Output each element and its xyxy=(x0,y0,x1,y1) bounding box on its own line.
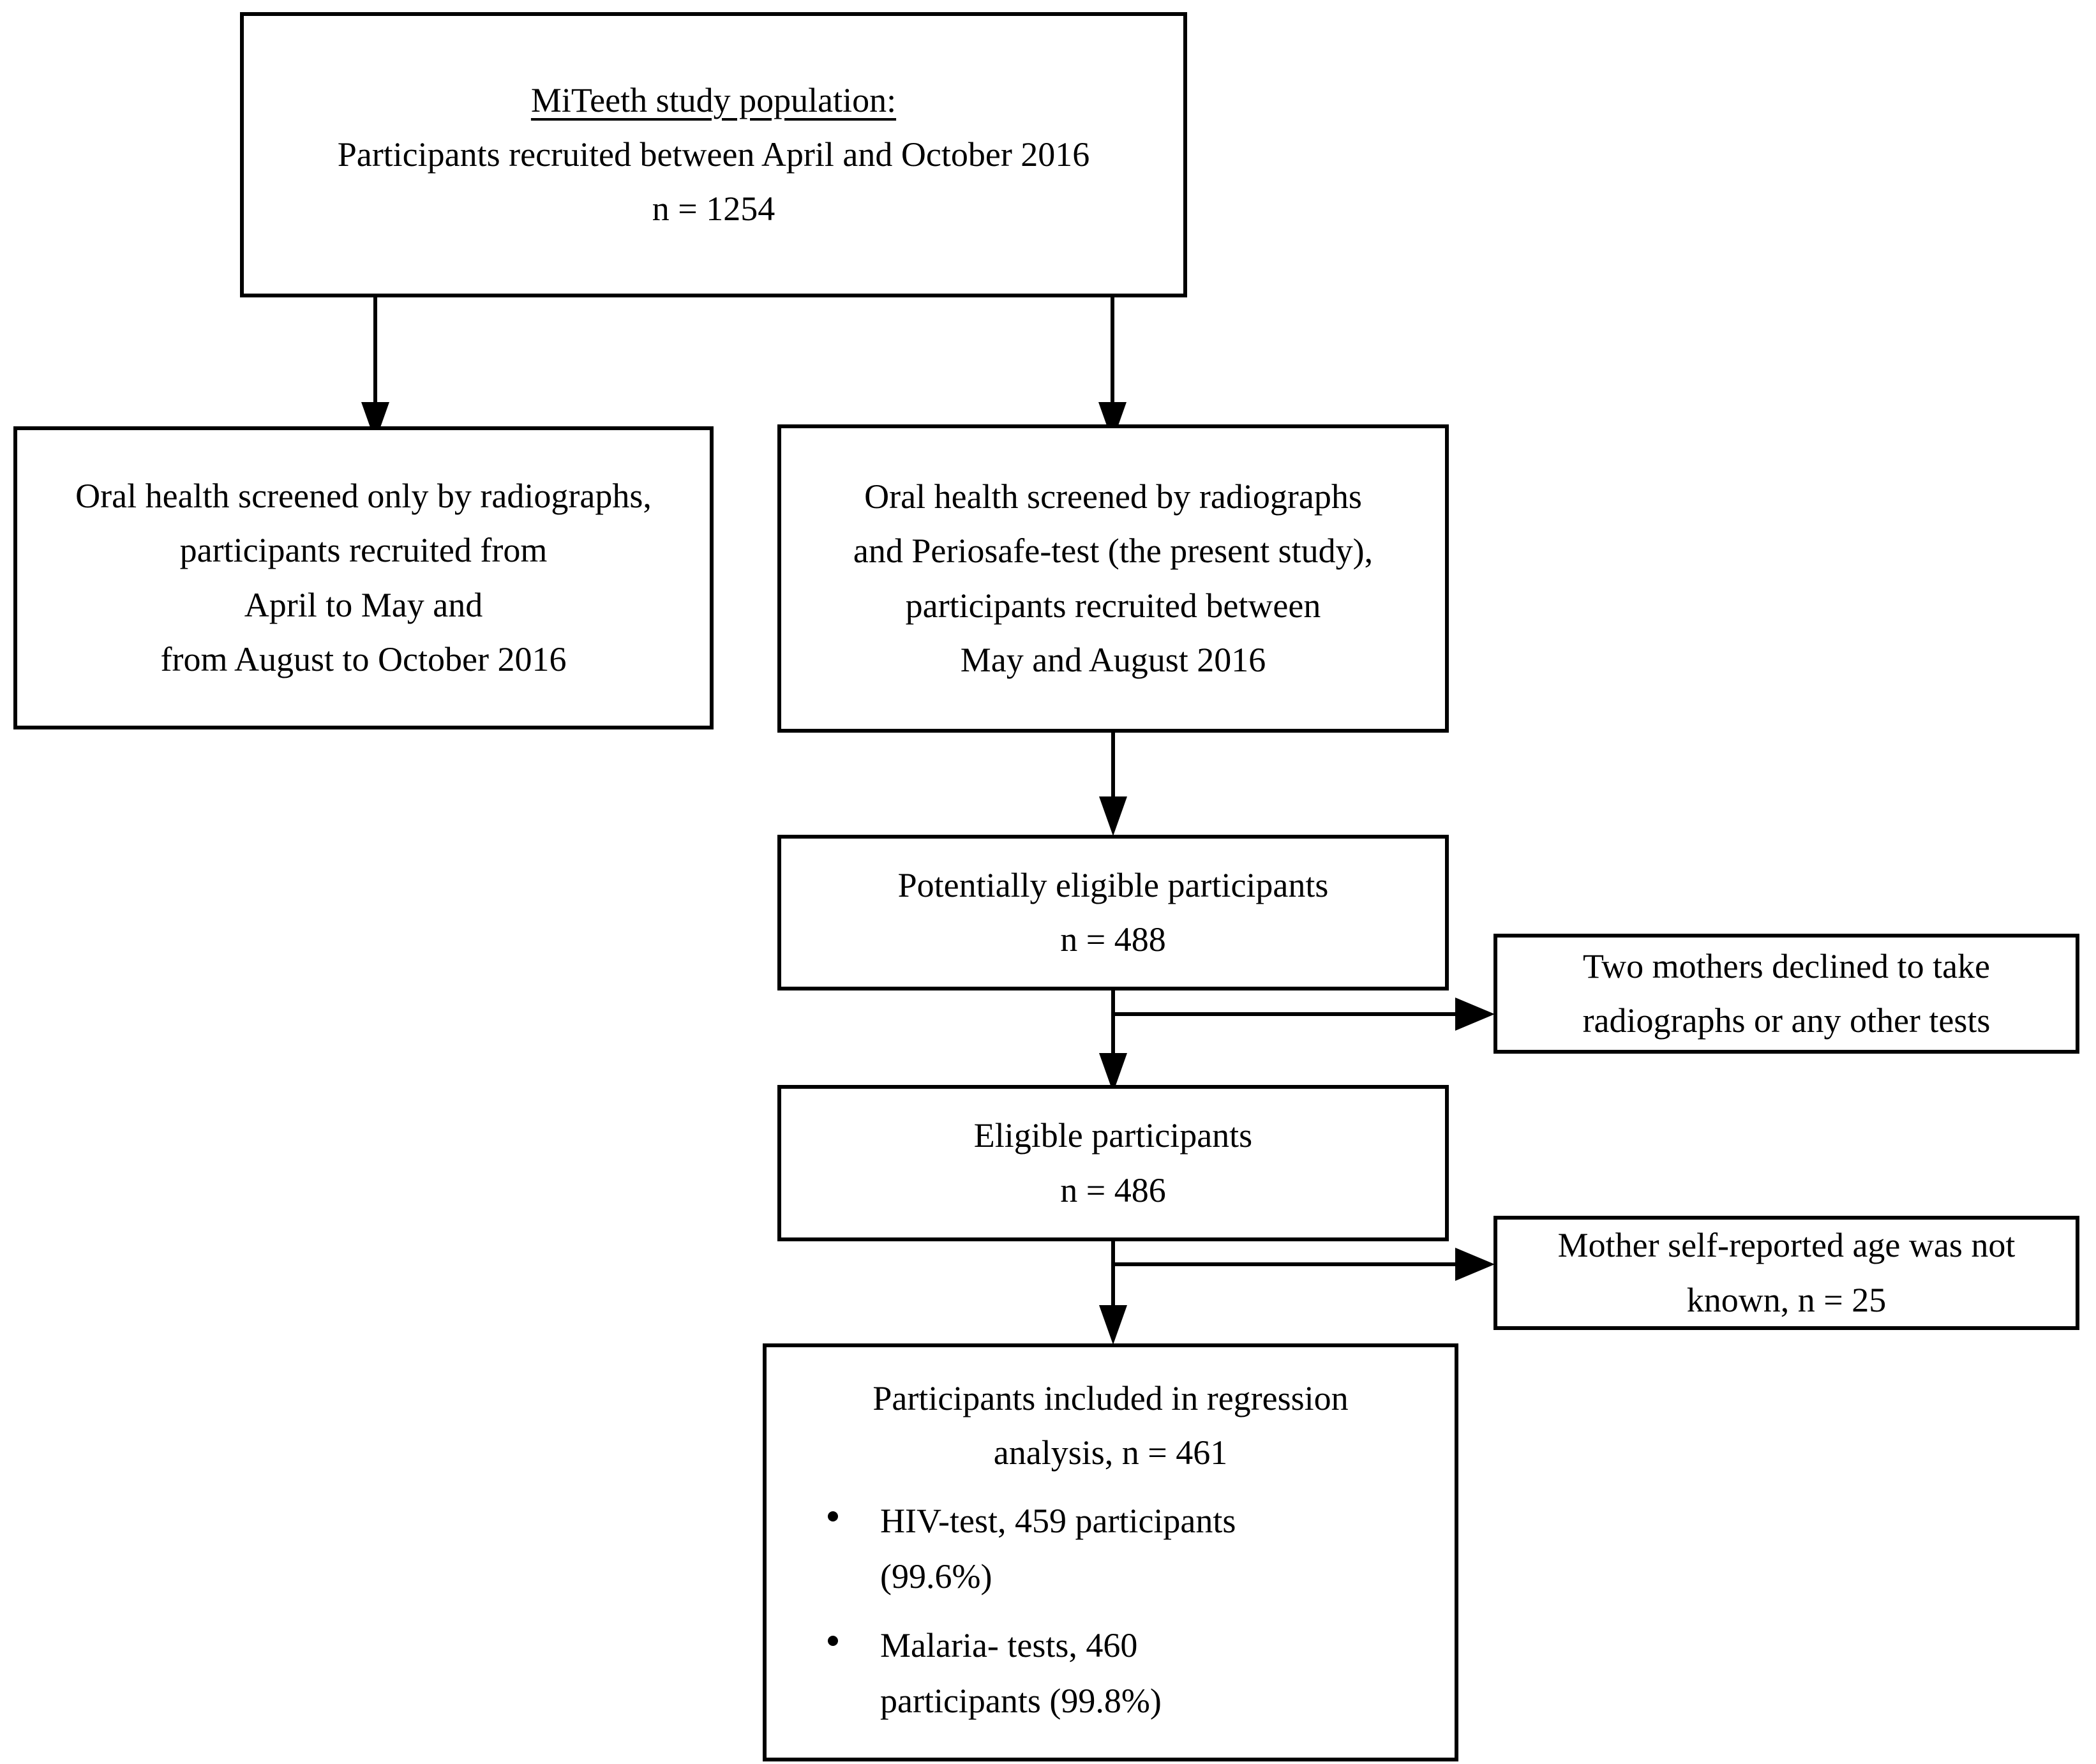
study-population-n: n = 1254 xyxy=(652,190,775,228)
radiographs-periosafe-line2: and Periosafe-test (the present study), xyxy=(853,532,1374,571)
potentially-eligible-label: Potentially eligible participants xyxy=(897,865,1329,904)
bullet-dot-icon xyxy=(828,1511,838,1521)
connector-eligible-to-regression-stem xyxy=(1111,1241,1115,1313)
malaria-test-line2: participants (99.8%) xyxy=(880,1682,1162,1721)
radiographs-periosafe-line4: May and August 2016 xyxy=(960,640,1266,679)
node-regression-analysis: Participants included in regression anal… xyxy=(763,1343,1458,1761)
connector-top-to-right-stem xyxy=(1111,297,1114,408)
regression-analysis-line1: Participants included in regression xyxy=(872,1379,1349,1417)
connector-branch-age-line xyxy=(1111,1262,1459,1266)
study-population-title: MiTeeth study population: xyxy=(530,80,897,119)
hiv-test-line2: (99.6%) xyxy=(880,1557,992,1596)
regression-analysis-bullet-list: HIV-test, 459 participants (99.6%) Malar… xyxy=(767,1481,1455,1730)
eligible-label: Eligible participants xyxy=(973,1116,1253,1155)
connector-eligible-to-regression-arrowhead xyxy=(1099,1305,1127,1345)
connector-periosafe-to-potentially-stem xyxy=(1111,733,1115,803)
regression-analysis-line2: analysis, n = 461 xyxy=(993,1433,1228,1472)
node-age-not-known: Mother self-reported age was not known, … xyxy=(1493,1216,2079,1330)
connector-branch-declined-arrowhead xyxy=(1455,998,1495,1031)
connector-top-to-left-stem xyxy=(373,297,377,408)
age-not-known-line2: known, n = 25 xyxy=(1686,1280,1887,1319)
connector-potentially-to-eligible-stem xyxy=(1111,990,1115,1061)
node-eligible: Eligible participants n = 486 xyxy=(777,1085,1449,1241)
list-item: Malaria- tests, 460 participants (99.8%) xyxy=(767,1618,1455,1730)
eligible-n: n = 486 xyxy=(1060,1170,1166,1209)
two-mothers-declined-line2: radiographs or any other tests xyxy=(1582,1001,1991,1040)
connector-branch-declined-line xyxy=(1111,1012,1459,1016)
radiographs-only-line3: April to May and xyxy=(244,585,483,624)
bullet-dot-icon xyxy=(828,1635,838,1646)
node-study-population: MiTeeth study population: Participants r… xyxy=(240,12,1187,297)
hiv-test-line1: HIV-test, 459 participants xyxy=(880,1501,1236,1540)
age-not-known-line1: Mother self-reported age was not xyxy=(1557,1226,2016,1265)
radiographs-only-line2: participants recruited from xyxy=(179,531,548,570)
radiographs-periosafe-line1: Oral health screened by radiographs xyxy=(864,477,1362,516)
malaria-test-line1: Malaria- tests, 460 xyxy=(880,1626,1138,1664)
connector-periosafe-to-potentially-arrowhead xyxy=(1099,796,1127,836)
node-radiographs-periosafe: Oral health screened by radiographs and … xyxy=(777,424,1449,733)
study-population-recruitment: Participants recruited between April and… xyxy=(337,135,1090,174)
list-item: HIV-test, 459 participants (99.6%) xyxy=(767,1493,1455,1605)
node-radiographs-only: Oral health screened only by radiographs… xyxy=(13,426,714,729)
radiographs-periosafe-line3: participants recruited between xyxy=(905,586,1321,625)
radiographs-only-line1: Oral health screened only by radiographs… xyxy=(75,476,652,515)
two-mothers-declined-line1: Two mothers declined to take xyxy=(1582,946,1991,985)
potentially-eligible-n: n = 488 xyxy=(1060,920,1166,959)
radiographs-only-line4: from August to October 2016 xyxy=(160,639,567,678)
connector-branch-age-arrowhead xyxy=(1455,1248,1495,1281)
node-potentially-eligible: Potentially eligible participants n = 48… xyxy=(777,835,1449,990)
node-two-mothers-declined: Two mothers declined to take radiographs… xyxy=(1493,934,2079,1054)
